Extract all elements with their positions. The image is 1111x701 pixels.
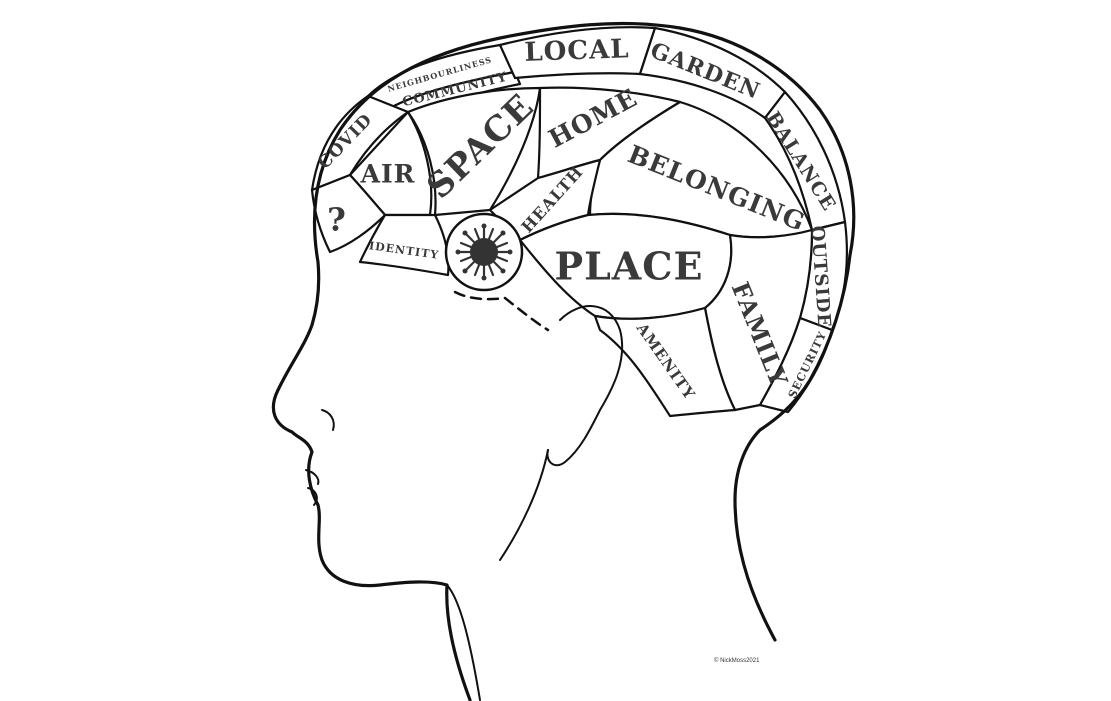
neck-front — [446, 584, 481, 701]
region-identity — [358, 213, 450, 277]
label-place: PLACE — [555, 244, 704, 289]
ear — [546, 305, 624, 467]
region-panels — [310, 26, 848, 418]
virus-icon — [455, 223, 513, 281]
label-air: AIR — [360, 160, 416, 189]
label-question: ? — [327, 201, 347, 239]
region-space — [406, 86, 542, 217]
region-amenity — [593, 306, 737, 418]
nostril — [321, 409, 335, 431]
credit-text: © NickMoss2021 — [714, 657, 760, 664]
lips — [305, 469, 320, 506]
head-outline — [271, 21, 856, 701]
label-local: LOCAL — [524, 34, 630, 68]
region-question — [310, 173, 387, 254]
jaw — [499, 449, 549, 561]
temple-dashes — [453, 290, 550, 332]
